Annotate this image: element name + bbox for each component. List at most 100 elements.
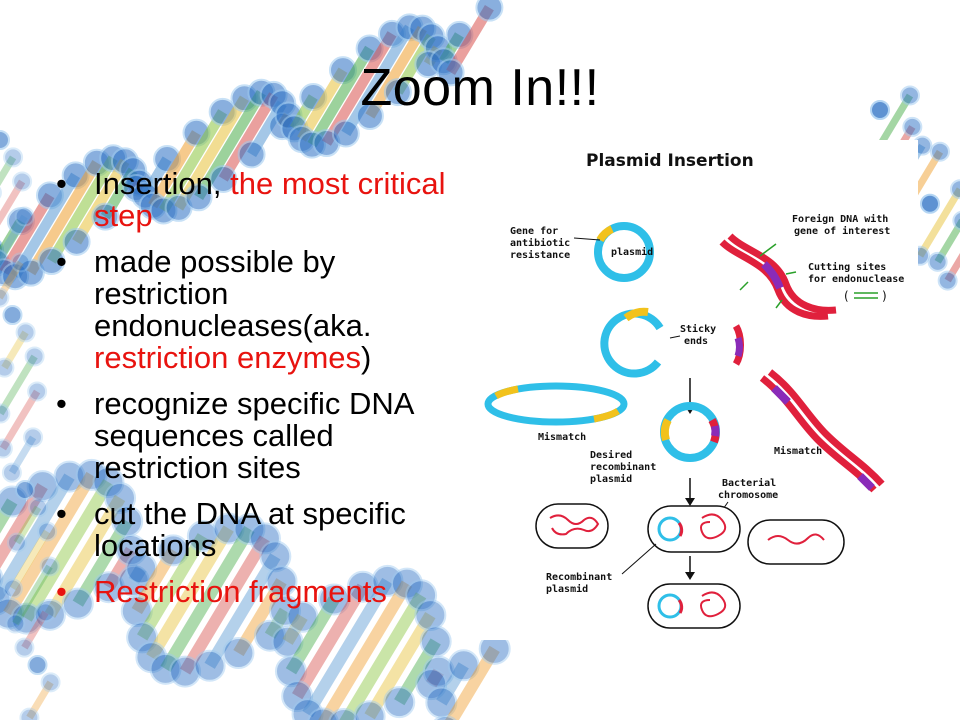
bacterial-cell	[535, 503, 609, 549]
diagram-background	[478, 140, 918, 640]
dna-backbone-bead	[0, 438, 13, 459]
dna-backbone-bead	[3, 147, 24, 168]
dna-rung	[282, 613, 308, 645]
label-plasmid: plasmid	[590, 473, 632, 485]
dna-backbone-bead	[353, 700, 386, 720]
dna-backbone-bead	[0, 130, 10, 150]
label-chromosome: chromosome	[718, 490, 778, 501]
label-cutting-sites: Cutting sites	[808, 261, 886, 273]
dna-backbone-bead	[331, 119, 360, 148]
dna-backbone-bead	[355, 102, 384, 131]
dna-rung	[0, 260, 24, 300]
dna-backbone-bead	[0, 485, 29, 518]
dna-backbone-bead	[899, 85, 920, 106]
dna-rung	[0, 354, 38, 416]
dna-backbone-bead	[6, 532, 27, 553]
dna-rung	[394, 638, 441, 706]
dna-rung	[302, 577, 393, 718]
dna-backbone-bead	[414, 599, 447, 632]
dna-rung	[264, 607, 291, 639]
label-recombinant-plasmid: Recombinant	[546, 571, 612, 583]
dna-backbone-bead	[286, 600, 319, 633]
dna-backbone-bead	[184, 183, 213, 212]
label-pointer	[669, 335, 681, 339]
plasmid-circle	[573, 222, 654, 282]
label-foreign-dna: Foreign DNA with	[792, 213, 888, 225]
dna-backbone-bead	[383, 78, 412, 107]
dna-rung	[339, 592, 427, 720]
label-resistance: resistance	[510, 249, 570, 261]
label-sticky: Sticky	[680, 323, 716, 335]
dna-backbone-bead	[104, 482, 137, 515]
insert-segment	[677, 522, 684, 537]
dna-backbone-bead	[929, 141, 950, 162]
dna-backbone-bead	[436, 58, 465, 87]
dna-backbone-bead	[40, 672, 61, 693]
dna-rung	[426, 668, 444, 688]
bullet-item: •recognize specific DNA sequences called…	[56, 386, 413, 485]
label-antibiotic: antibiotic	[510, 237, 570, 249]
dna-backbone-bead	[259, 540, 292, 573]
dna-backbone-bead	[2, 305, 23, 325]
dna-backbone-bead	[0, 287, 10, 308]
dna-rung	[0, 498, 18, 534]
dna-strand-b	[727, 233, 837, 314]
bacterial-cell	[747, 519, 845, 565]
mismatch-dna-strand	[759, 369, 885, 493]
paren-close: )	[882, 289, 887, 303]
dna-backbone-bead	[125, 552, 158, 585]
label-plasmid: plasmid	[611, 246, 653, 258]
dna-backbone-bead	[15, 480, 35, 500]
dna-backbone-bead	[0, 130, 10, 150]
chromosome	[549, 514, 600, 536]
dna-strand-a	[719, 239, 829, 320]
dna-rung	[0, 473, 75, 603]
plasmid-insertion-diagram: Plasmid Insertion Gene for antibiotic re…	[478, 140, 918, 640]
dna-backbone-bead	[433, 715, 457, 720]
cut-arrow	[739, 281, 749, 291]
dna-backbone-bead	[14, 206, 35, 227]
dna-backbone-bead	[274, 655, 307, 688]
dna-backbone-bead	[37, 247, 66, 276]
dna-backbone-bead	[281, 680, 314, 713]
dna-backbone-bead	[425, 686, 458, 719]
dna-rung	[0, 155, 17, 187]
dna-rung	[0, 483, 48, 569]
dna-rung	[12, 564, 53, 626]
dna-backbone-bead	[937, 270, 958, 291]
dna-backbone-bead	[35, 602, 56, 623]
dna-rung	[21, 479, 114, 622]
dna-backbone-bead	[92, 466, 125, 499]
bullet-item: •cut the DNA at specific locations	[56, 496, 406, 563]
dna-backbone-bead	[415, 668, 448, 701]
dna-backbone-bead	[111, 505, 144, 538]
label-gene-for: Gene for	[510, 226, 558, 237]
dna-backbone-bead	[193, 649, 226, 682]
chromosome	[700, 513, 727, 540]
dna-backbone-bead	[209, 164, 238, 193]
dna-strand-b	[767, 369, 885, 487]
label-for: for	[808, 274, 826, 285]
dna-rung	[146, 525, 234, 661]
dna-backbone-bead	[1, 462, 22, 483]
resistance-gene-segment	[494, 385, 519, 400]
dna-backbone-bead	[14, 637, 35, 658]
dna-backbone-bead	[26, 470, 59, 503]
cell-membrane	[535, 503, 609, 549]
dna-backbone-bead	[120, 595, 153, 628]
dna-backbone-bead	[92, 571, 125, 604]
dna-rung	[72, 158, 130, 245]
dna-backbone-bead	[15, 322, 36, 343]
dna-rung	[0, 192, 55, 275]
dna-backbone-bead	[318, 583, 351, 616]
dna-backbone-bead	[248, 522, 281, 555]
dna-backbone-bead	[2, 305, 23, 325]
dna-backbone-bead	[2, 578, 23, 599]
dna-backbone-bead	[126, 621, 159, 654]
flow-arrowhead	[685, 572, 695, 580]
dna-backbone-bead	[157, 534, 190, 567]
cut-plasmid	[600, 307, 744, 378]
dna-rung	[194, 90, 266, 200]
bullet-item: •Insertion, the most critical step	[56, 166, 446, 233]
